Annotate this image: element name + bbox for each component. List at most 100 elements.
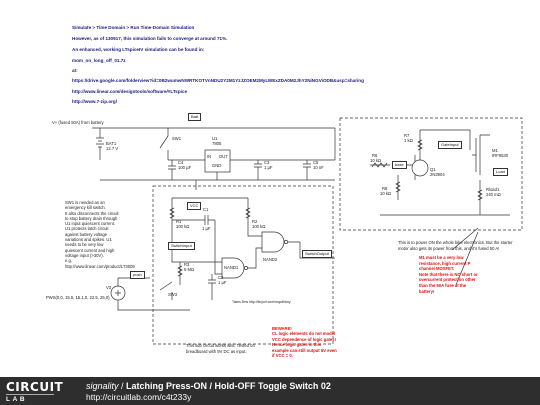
r8-value: 10 kΩ	[380, 191, 392, 196]
schematic-canvas: Simulate > Time Domain > Run Time-Domain…	[46, 25, 523, 359]
logo-line2: LAB	[6, 394, 54, 403]
note-link[interactable]: https://drive.google.com/folderview?id=0…	[72, 78, 364, 83]
u1-part: 7805	[212, 141, 222, 146]
r3-name: R3	[184, 262, 190, 267]
nand2-label: NAND2	[263, 257, 278, 262]
r1-name: R1	[176, 219, 182, 224]
nand1-label: NAND1	[224, 265, 239, 270]
r2-name: R2	[252, 219, 258, 224]
net-tag-base[interactable]: base	[392, 161, 407, 169]
c2-name: C2	[218, 275, 224, 280]
sw1-note-line: to stop battery drain through	[65, 215, 118, 221]
note-line: However, as of 130917, this simulation f…	[72, 36, 228, 41]
q1-part: 2N3904	[430, 172, 445, 177]
sw1-note: SW1 is needed as an emergency kill switc…	[65, 200, 135, 269]
beware-note: BEWARE! CL logic elements do not model V…	[272, 326, 337, 358]
note-line: An enhanced, working LTspiceIV simulatio…	[72, 47, 205, 52]
m1-part: IRF9530	[492, 153, 509, 158]
u1-out: OUT	[219, 154, 228, 159]
net-tag-batt[interactable]: Batt	[188, 113, 202, 121]
net-tag-push[interactable]: push	[130, 271, 145, 279]
c3-value: 1 µF	[264, 165, 273, 170]
v3-value: PWS(0,0, 15.5, 15.1,0, 22.5, 25,0)	[46, 295, 110, 300]
author-name[interactable]: signality	[86, 381, 119, 391]
r3-value: 5 MΩ	[184, 267, 195, 272]
m1-note-line: M1 must be a very low	[419, 255, 464, 260]
sw1-note-line: voltage input (>30V).	[65, 252, 104, 258]
note-line: at:	[72, 68, 78, 73]
sw1-note-line: U1 input quiescent current.	[65, 221, 116, 227]
m1-note-line: than the 50A fuse at the	[419, 282, 467, 288]
beware-note-line: example can still output 5V even	[272, 347, 337, 353]
r2-value: 100 kΩ	[252, 224, 266, 229]
r1-value: 100 kΩ	[176, 224, 190, 229]
note-line: mom_on_long_off_01.7z	[72, 58, 126, 63]
sw1-note-line: against battery voltage	[65, 231, 108, 237]
beware-note-line: BEWARE!	[272, 326, 292, 331]
m1-note-line: resistance, high current P	[419, 260, 471, 266]
schematic-wiring	[92, 117, 523, 345]
net-tag-switchoutput[interactable]: SwitchOutput	[302, 250, 332, 258]
sw1-note-line: U1 protects latch circuit	[65, 226, 109, 232]
note-link[interactable]: http://www.linear.com/designtools/softwa…	[72, 89, 188, 94]
c5-value: 10 nF	[313, 165, 324, 170]
beware-note-line: VCC dependence of logic gates!	[272, 336, 336, 342]
net-tag-switchinput[interactable]: SwitchInput	[168, 242, 195, 250]
net-tag-load[interactable]: Load	[493, 168, 508, 176]
r6-name: R6	[372, 153, 378, 158]
r7-value: 1 kΩ	[404, 138, 413, 143]
c2-value: 1 µF	[218, 280, 227, 285]
sw1-note-line: emergency kill switch.	[65, 205, 106, 211]
circuitlab-logo[interactable]: CIRCUIT LAB	[6, 380, 64, 403]
beware-note-line: if VCC = 0.	[272, 353, 293, 359]
note-line: Simulate > Time Domain > Run Time-Domain…	[72, 25, 195, 30]
rload-value: 240 mΩ	[486, 192, 501, 197]
net-tag-vcc[interactable]: VCC	[187, 202, 202, 210]
bat1-value: 12.7 V	[106, 146, 119, 151]
note-link[interactable]: http://www.7-zip.org/	[72, 99, 117, 104]
vplus-label: V+ (fused 50A) from battery	[52, 120, 104, 125]
v3-name: V3	[106, 285, 112, 290]
r8-name: R8	[382, 186, 388, 191]
footer-bar: CIRCUIT LAB signality / Latching Press-O…	[0, 377, 540, 405]
bat1-name: BAT1	[106, 141, 117, 146]
circuit-url[interactable]: http://circuitlab.com/c4t233y	[86, 392, 192, 402]
c1-value: 1 µF	[202, 226, 211, 231]
m1-note-line: overcurrent protection other	[419, 277, 476, 283]
u1-in: IN	[207, 154, 212, 159]
breadboard-note: This sub circuit works well. Tested on b…	[186, 343, 255, 354]
logo-line1: CIRCUIT	[6, 380, 64, 394]
sw1-note-line: It also disconnects the circuit	[65, 210, 119, 216]
m1-note: M1 must be a very low resistance, high c…	[419, 255, 478, 294]
sw1-note-line: needs to be very low	[65, 242, 104, 248]
circuit-title: signality / Latching Press-ON / Hold-OFF…	[86, 381, 331, 391]
beware-note-line: Hence logic gates in this	[272, 342, 322, 348]
breadboard-note-line: This sub circuit works well. Tested on	[186, 343, 255, 348]
c1-name: C1	[203, 207, 209, 212]
sw1-note-line: variations and spikes. U1	[65, 237, 112, 243]
beware-note-line: CL logic elements do not model	[272, 331, 336, 337]
sim-note[interactable]: Takes 5ms http://tinyurl.com/mqcdfdmy	[232, 300, 291, 304]
net-tag-gateinput[interactable]: GateInput	[438, 141, 462, 149]
c4-name: C4	[178, 160, 184, 165]
power-note: This is to power ON the whole bike elect…	[398, 240, 513, 251]
title-text: Latching Press-ON / Hold-OFF Toggle Swit…	[126, 381, 331, 391]
sw3-label: SW3	[168, 292, 178, 297]
sw1-label: SW1	[172, 136, 182, 141]
c4-value: 100 µF	[178, 165, 192, 170]
sw1-note-line: SW1 is needed as an	[65, 200, 105, 205]
c5-name: C5	[313, 160, 319, 165]
m1-note-line: Note that there is NO short or	[419, 271, 478, 277]
c3-name: C3	[264, 160, 270, 165]
power-note-line: This is to power ON the whole bike elect…	[398, 240, 513, 245]
breadboard-note-line: breadboard with 9V DC as input.	[186, 348, 247, 354]
rload-name: Rload1	[486, 187, 500, 192]
m1-name: M1	[492, 148, 498, 153]
m1-note-line: battery!	[419, 288, 435, 294]
sw1-note-link[interactable]: http://www.linear.com/product/LT3009	[65, 263, 135, 269]
sw1-note-line: e.g.	[65, 258, 72, 264]
q1-name: Q1	[430, 167, 436, 172]
u1-gnd: GND	[212, 163, 222, 168]
m1-note-line: channel MOSFET.	[419, 266, 455, 272]
sw1-note-line: quiescent current and high	[65, 247, 115, 253]
